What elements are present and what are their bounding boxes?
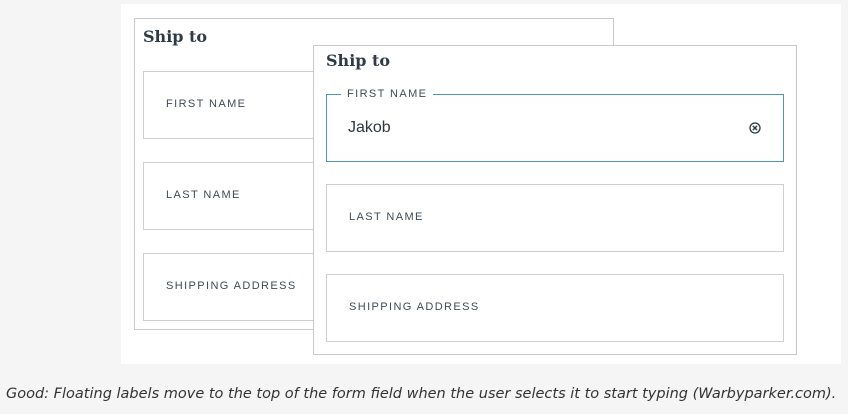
screenshot-figure: Ship to FIRST NAME LAST NAME SHIPPING AD… [121,4,841,364]
ship-to-form-after: Ship to FIRST NAME Jakob LAST NAME SHIPP… [313,45,797,355]
last-name-label: LAST NAME [349,211,424,223]
last-name-label: LAST NAME [166,189,241,201]
first-name-field[interactable]: FIRST NAME Jakob [326,88,784,162]
form-title: Ship to [143,27,208,46]
shipping-address-label: SHIPPING ADDRESS [166,280,297,292]
shipping-address-field[interactable]: SHIPPING ADDRESS [326,274,784,342]
clear-icon[interactable] [749,122,761,134]
shipping-address-label: SHIPPING ADDRESS [349,301,480,313]
first-name-value[interactable]: Jakob [348,119,391,136]
form-title: Ship to [326,51,391,70]
first-name-floating-label: FIRST NAME [341,88,434,100]
figure-caption: Good: Floating labels move to the top of… [6,386,837,402]
last-name-field[interactable]: LAST NAME [326,184,784,252]
first-name-label: FIRST NAME [166,98,247,110]
